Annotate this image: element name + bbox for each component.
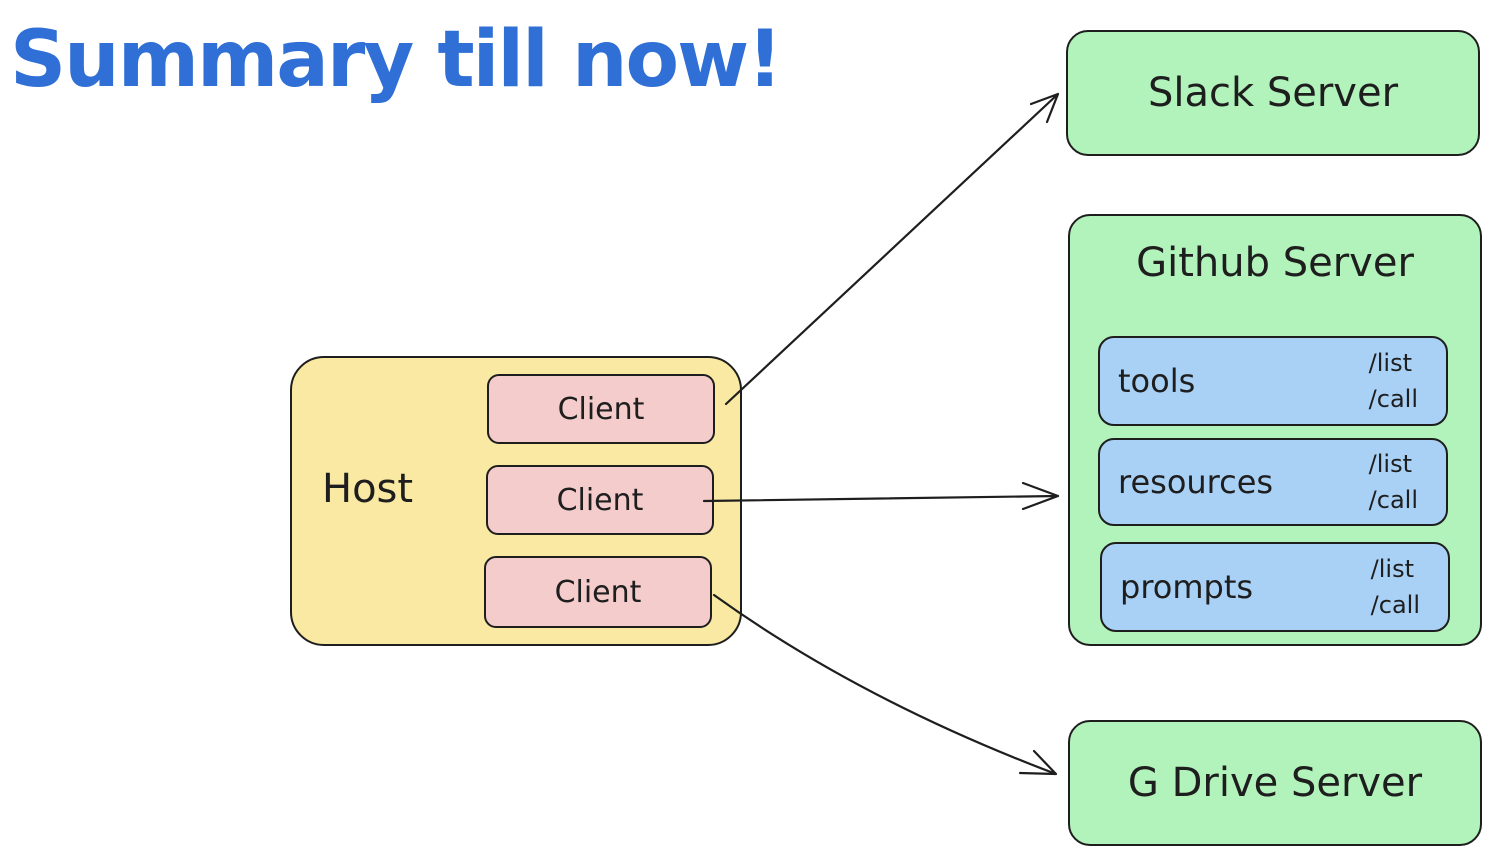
arrow-client3-to-gdrive <box>712 593 1058 776</box>
op-list: /list <box>1370 555 1415 583</box>
op-call: /call <box>1368 486 1418 514</box>
op-list: /list <box>1368 450 1413 478</box>
page-title: Summary till now! <box>10 15 783 105</box>
op-call: /call <box>1370 591 1420 619</box>
arrow-client1-to-slack <box>724 92 1060 406</box>
client-box-3: Client <box>484 556 712 628</box>
host-label: Host <box>322 466 414 512</box>
capability-name: resources <box>1118 463 1274 501</box>
arrow-client2-to-github <box>702 481 1060 511</box>
op-call: /call <box>1368 385 1418 413</box>
capability-prompts: prompts /list /call <box>1100 542 1450 632</box>
capability-ops: /list /call <box>1369 446 1418 518</box>
github-server-title: Github Server <box>1136 240 1414 286</box>
capability-ops: /list /call <box>1369 345 1418 417</box>
capability-tools: tools /list /call <box>1098 336 1448 426</box>
client-box-2: Client <box>486 465 714 535</box>
capability-ops: /list /call <box>1371 551 1420 623</box>
gdrive-server-box: G Drive Server <box>1068 720 1482 846</box>
capability-resources: resources /list /call <box>1098 438 1448 526</box>
client-box-1: Client <box>487 374 715 444</box>
capability-name: prompts <box>1120 568 1254 606</box>
op-list: /list <box>1368 349 1413 377</box>
capability-name: tools <box>1118 362 1196 400</box>
slack-server-box: Slack Server <box>1066 30 1480 156</box>
